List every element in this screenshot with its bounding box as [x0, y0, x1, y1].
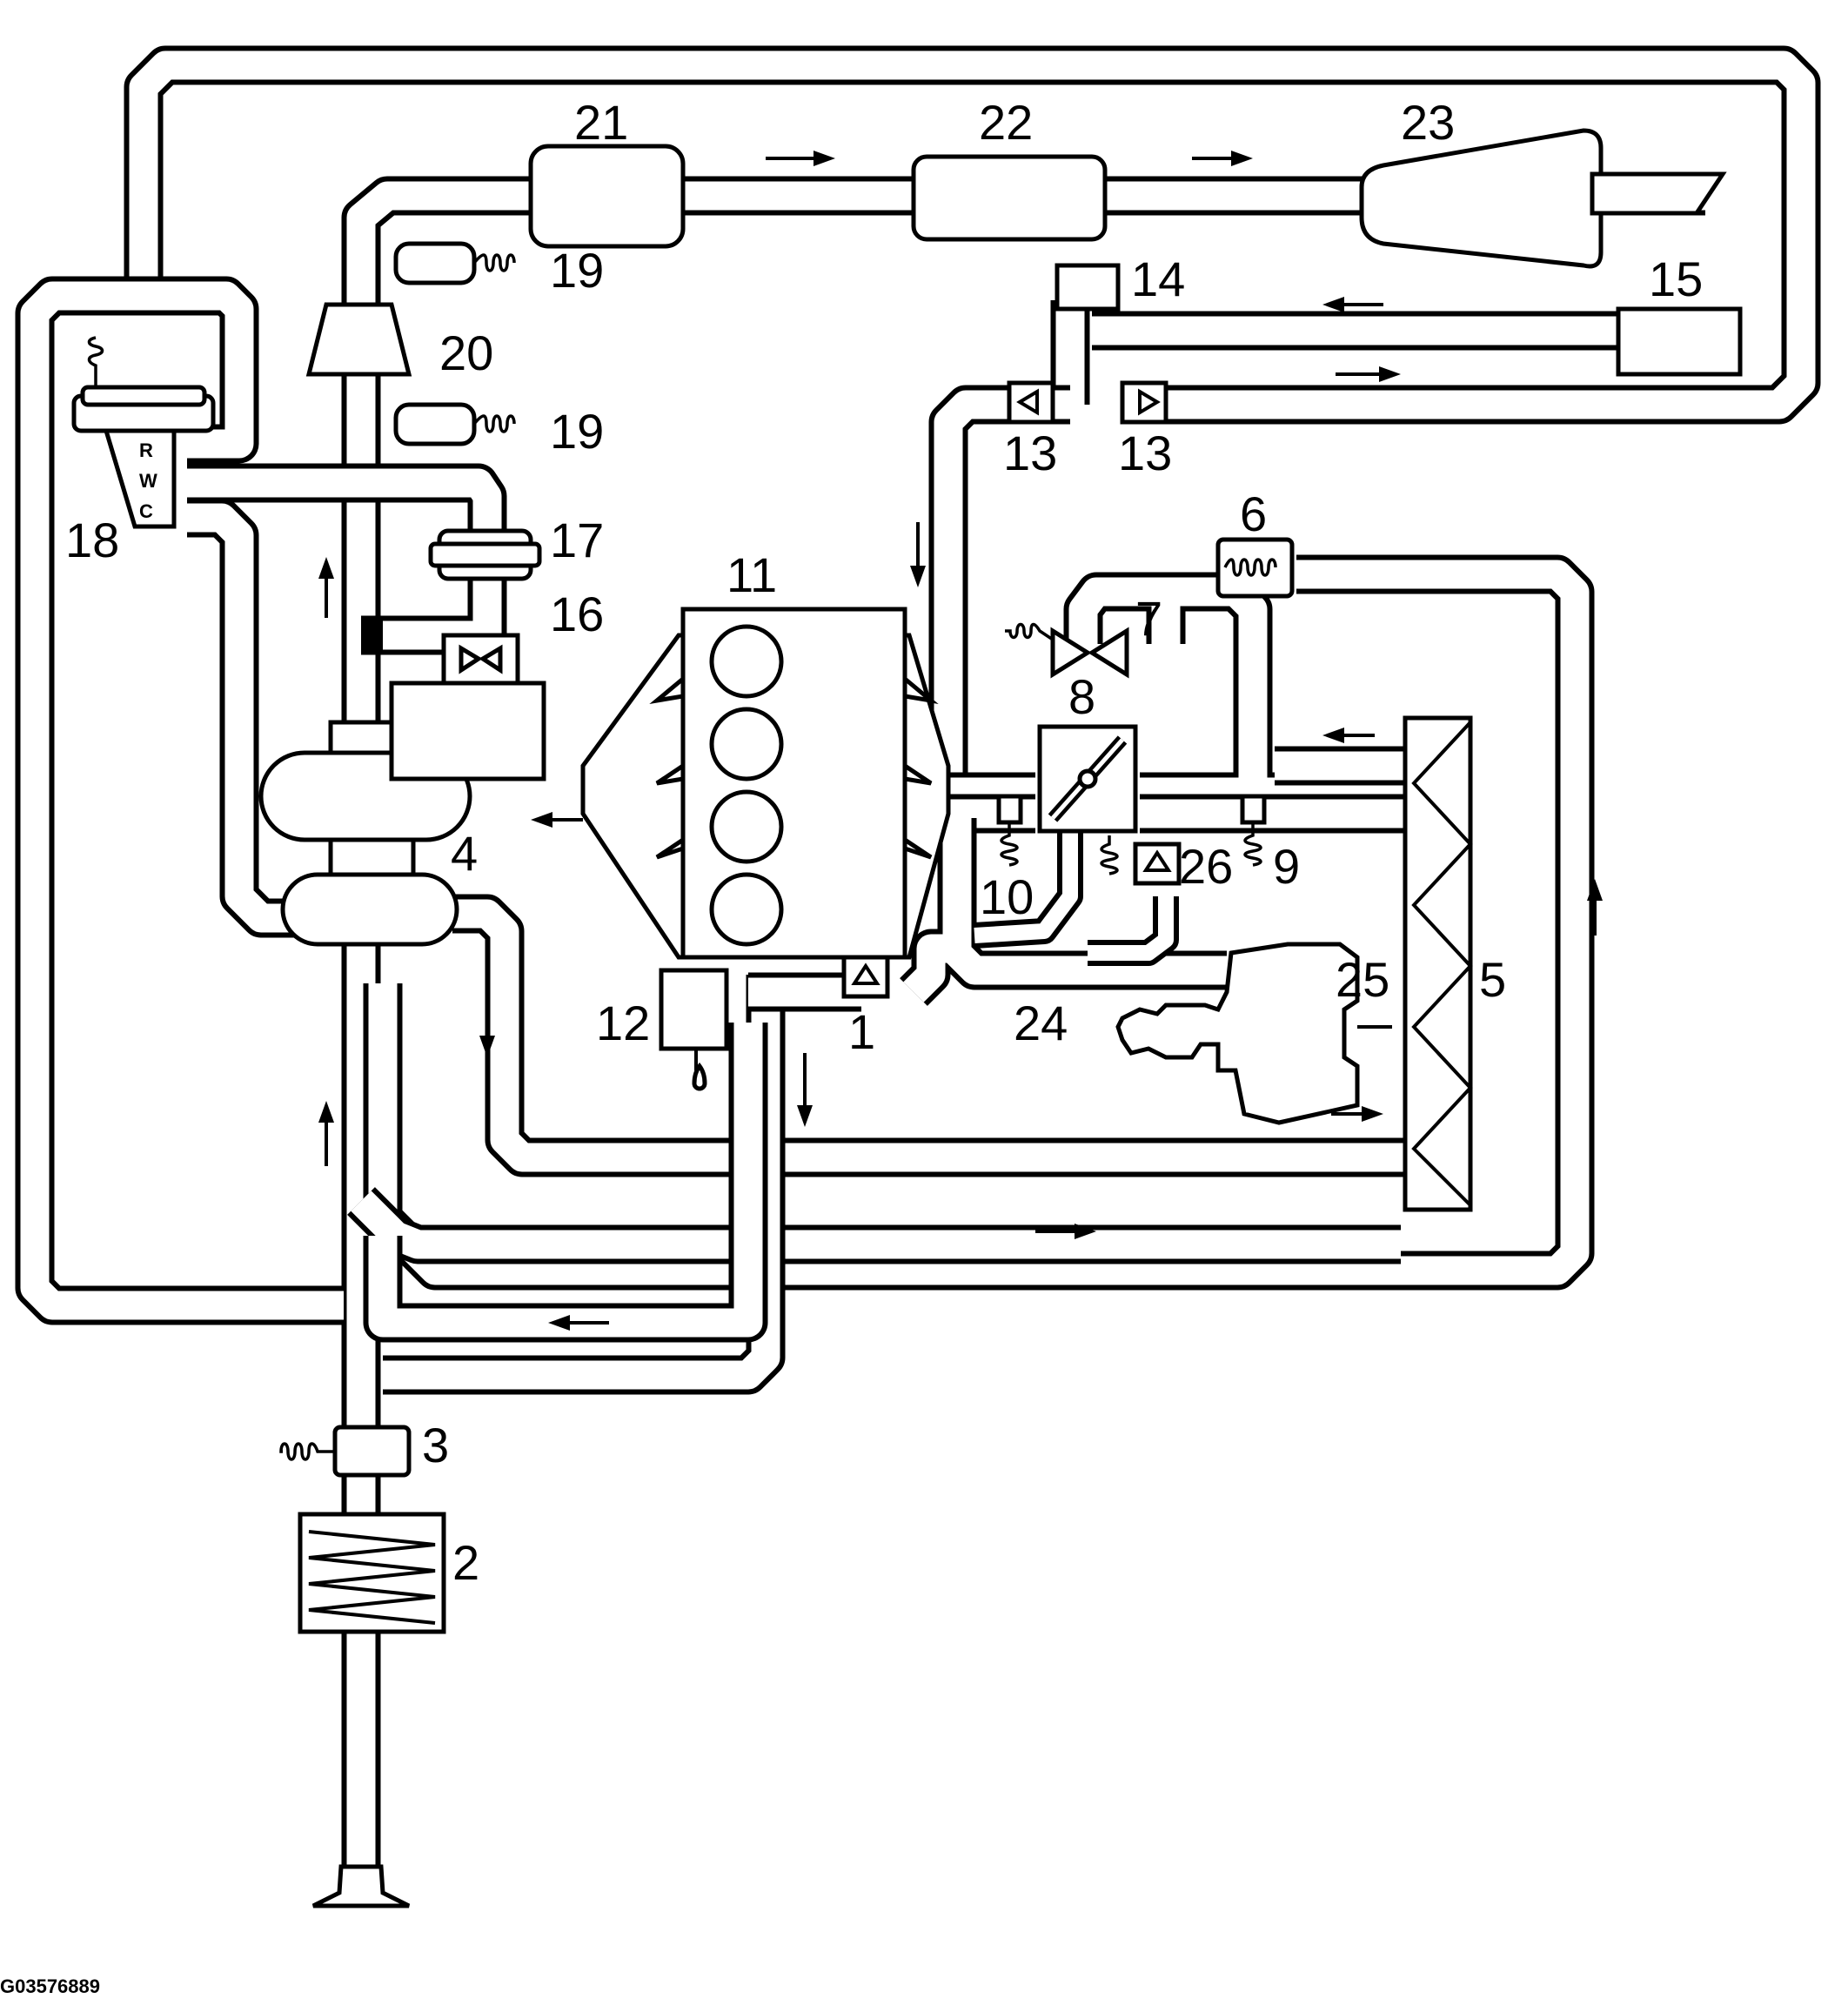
label-25: 25 — [1336, 952, 1389, 1007]
label-14: 14 — [1131, 252, 1185, 306]
purge-valve — [1055, 263, 1121, 312]
label-20: 20 — [439, 325, 493, 380]
engine-block — [580, 607, 951, 960]
label-4: 4 — [451, 826, 478, 881]
arrow-right — [766, 151, 835, 166]
tailpipe-tip — [1590, 171, 1727, 216]
boost-pressure-sensor — [1240, 794, 1267, 867]
solenoid-port-w: W — [139, 470, 157, 492]
pipe-network — [15, 45, 1821, 1867]
arrow-up — [318, 1101, 334, 1166]
arrow-left — [1322, 297, 1383, 312]
vacuum-check-valve-26 — [1133, 842, 1182, 886]
bypass-valve — [1005, 622, 1129, 679]
label-21: 21 — [574, 95, 628, 150]
turbocharger — [258, 681, 546, 947]
throttle-body — [1037, 724, 1138, 834]
mass-airflow-sensor — [279, 1425, 412, 1478]
arrow-right — [1035, 1224, 1096, 1239]
arrow-left — [531, 812, 583, 828]
catalytic-converter-front — [305, 302, 412, 377]
arrow-up — [318, 557, 334, 618]
label-18: 18 — [65, 513, 119, 567]
wastegate-actuator — [428, 528, 542, 581]
arrow-down — [910, 522, 926, 587]
label-10: 10 — [980, 869, 1034, 924]
label-13-left: 13 — [1003, 426, 1057, 480]
label-19-upper: 19 — [550, 243, 604, 298]
label-8: 8 — [1068, 669, 1095, 724]
label-5: 5 — [1479, 952, 1506, 1007]
wastegate-valve — [441, 633, 520, 686]
oxygen-sensor-upper — [393, 241, 516, 285]
label-13-right: 13 — [1118, 426, 1172, 480]
label-24: 24 — [1014, 996, 1068, 1050]
flow-arrows — [318, 151, 1603, 1331]
arrow-left — [548, 1315, 609, 1331]
solenoid-port-r: R — [139, 439, 153, 461]
label-19-lower: 19 — [550, 404, 604, 459]
arrow-down — [797, 1053, 813, 1127]
label-15: 15 — [1649, 252, 1703, 306]
label-11: 11 — [726, 547, 777, 602]
label-17: 17 — [550, 513, 604, 567]
component-labels: 1 2 3 4 5 6 7 8 9 10 11 12 13 13 14 15 1… — [0, 95, 1703, 1997]
air-filter — [298, 1512, 446, 1634]
label-1: 1 — [848, 1004, 875, 1059]
label-26: 26 — [1179, 839, 1233, 894]
arrow-up — [1587, 879, 1603, 936]
check-valve-left — [1007, 380, 1055, 425]
oxygen-sensor-lower — [393, 402, 516, 446]
label-9: 9 — [1273, 839, 1300, 894]
image-code: G03576889 — [0, 1975, 100, 1997]
label-22: 22 — [979, 95, 1033, 150]
charcoal-canister — [1616, 306, 1743, 377]
boost-control-solenoid: R W C — [71, 336, 216, 529]
label-16: 16 — [550, 587, 604, 641]
label-23: 23 — [1401, 95, 1455, 150]
label-7: 7 — [1135, 591, 1162, 646]
pcv-check-valve — [841, 955, 890, 999]
label-2: 2 — [452, 1535, 479, 1590]
arrow-right — [1331, 1106, 1383, 1122]
brake-booster — [1115, 942, 1392, 1125]
label-12: 12 — [596, 996, 650, 1050]
center-muffler — [911, 154, 1108, 242]
arrow-right — [1192, 151, 1253, 166]
throttle-position-sensor-coil — [1100, 835, 1119, 875]
label-3: 3 — [422, 1418, 449, 1472]
solenoid-port-c: C — [139, 500, 153, 522]
intake-bell — [311, 1864, 411, 1908]
intake-air-temp-sensor — [996, 794, 1023, 867]
oil-separator — [659, 968, 729, 1091]
label-6: 6 — [1240, 486, 1267, 541]
diverter-valve — [1215, 537, 1295, 599]
check-valve-right — [1120, 380, 1168, 425]
rear-muffler — [1359, 128, 1604, 269]
intercooler — [1403, 715, 1473, 1212]
arrow-right — [1336, 366, 1401, 382]
arrow-down — [479, 983, 495, 1057]
arrow-left — [1322, 728, 1375, 743]
main-catalytic-converter — [528, 144, 686, 249]
